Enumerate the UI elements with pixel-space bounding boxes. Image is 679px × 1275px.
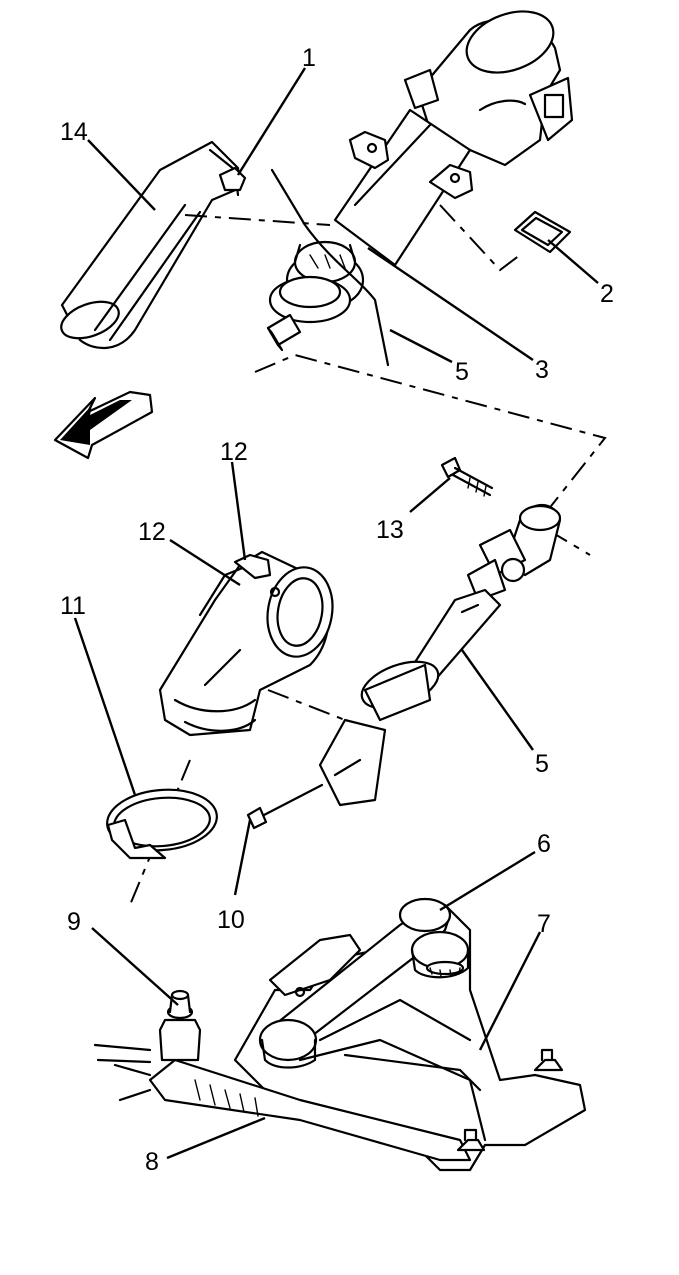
leader-8 (166, 1116, 266, 1160)
leader-5a (389, 328, 453, 364)
steering-gear-assembly (93, 897, 587, 1172)
leader-6 (439, 850, 536, 912)
callout-11: 11 (60, 592, 86, 620)
dashed-line-joint (267, 689, 346, 721)
callout-2: 2 (600, 280, 614, 308)
callout-10: 10 (217, 906, 245, 934)
callout-6: 6 (537, 830, 551, 858)
dashed-line-cover (184, 214, 331, 226)
callout-7: 7 (537, 910, 551, 938)
leader-14 (87, 139, 156, 211)
leader-11 (73, 617, 137, 796)
clamp (106, 788, 218, 860)
leader-3 (367, 247, 534, 361)
callout-5-lower: 5 (535, 750, 549, 778)
callout-5-upper: 5 (455, 358, 469, 386)
intermediate-shaft (246, 456, 562, 830)
callout-9: 9 (67, 908, 81, 936)
callout-3: 3 (535, 356, 549, 384)
callouts: 1 14 2 3 5 12 12 13 11 5 10 6 7 9 8 (60, 44, 614, 1176)
steering-column (266, 10, 574, 367)
steering-seal-boot (158, 550, 334, 737)
part-2-pad (513, 210, 572, 254)
callout-12-upper: 12 (220, 438, 248, 466)
callout-12-lower: 12 (138, 518, 166, 546)
column-cover (60, 140, 247, 350)
callout-8: 8 (145, 1148, 159, 1176)
callout-14: 14 (60, 118, 88, 146)
leader-13 (409, 477, 451, 513)
forward-arrow-icon (53, 390, 154, 460)
leader-10 (233, 819, 252, 896)
leader-1 (236, 67, 307, 176)
leader-lines (73, 67, 599, 1160)
callout-13: 13 (376, 516, 404, 544)
dashed-line-shaft (254, 353, 607, 521)
dashed-line-pad (439, 204, 521, 272)
leader-5b (461, 649, 534, 751)
leader-9 (91, 927, 179, 1006)
leader-2 (547, 239, 599, 284)
leader-12b (169, 538, 241, 587)
leader-12a (230, 461, 247, 561)
leader-7 (478, 931, 542, 1051)
callout-1: 1 (302, 44, 316, 72)
